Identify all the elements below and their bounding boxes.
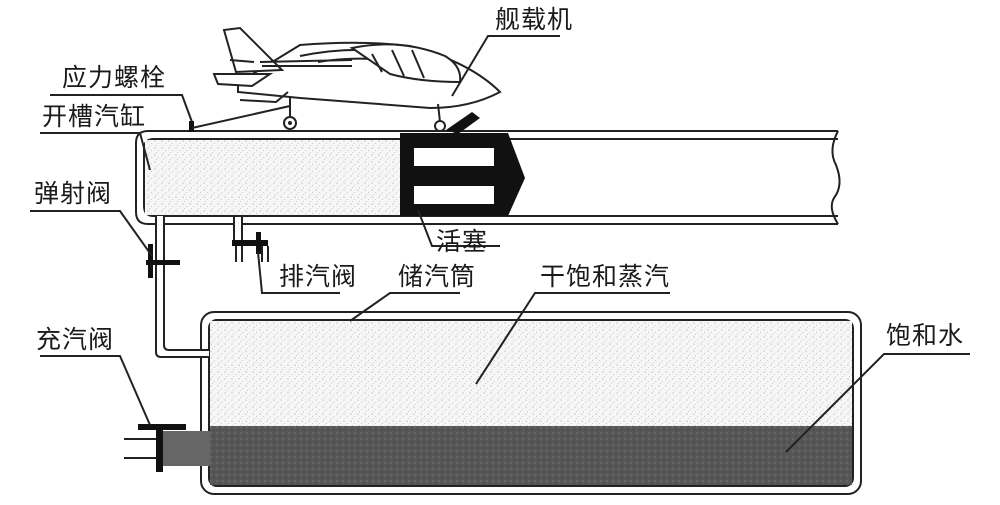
exhaust-valve-icon [232, 215, 269, 262]
steam-tank-label: 储汽筒 [398, 262, 477, 291]
charging-valve-icon [124, 424, 210, 472]
slotted-cylinder [135, 130, 841, 225]
steam-pipe [155, 216, 209, 358]
saturated-water-label: 饱和水 [886, 321, 965, 350]
launch-valve-label: 弹射阀 [34, 179, 113, 208]
steam-tank [200, 311, 862, 495]
stress-bolt [189, 121, 194, 132]
stress-bolt-label: 应力螺栓 [62, 63, 167, 92]
leader-lines [30, 35, 970, 453]
piston-label: 活塞 [436, 227, 489, 256]
aircraft-icon [191, 26, 502, 132]
charging-valve-label: 充汽阀 [36, 325, 115, 354]
dry-saturated-steam-label: 干饱和蒸汽 [540, 262, 671, 291]
launch-valve-icon [146, 244, 180, 278]
slotted-cylinder-label: 开槽汽缸 [42, 102, 147, 131]
piston [400, 112, 525, 216]
exhaust-valve-label: 排汽阀 [279, 262, 358, 291]
aircraft-label: 舰载机 [495, 5, 574, 34]
